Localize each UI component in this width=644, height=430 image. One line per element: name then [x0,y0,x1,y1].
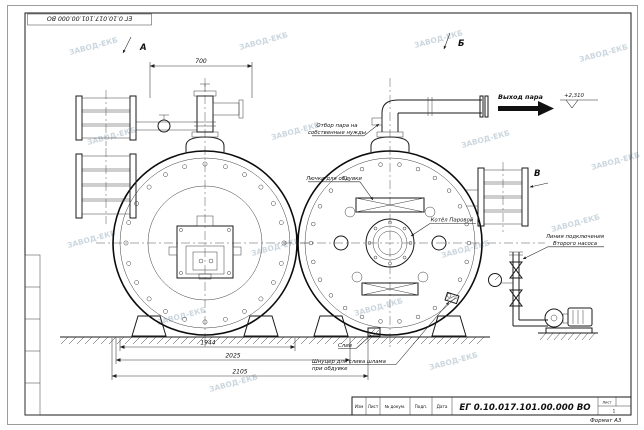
bolt-ring-right [308,162,472,324]
valve-icon [509,289,523,299]
support-saddle [313,315,349,337]
central-flange [365,218,415,268]
valve-icon [509,297,523,307]
left-connecting-pipe [136,114,197,133]
economizer-left-upper [75,90,137,146]
watermark-text: ЗАВОД-ЕКБ [238,30,289,52]
ground-line [60,332,598,345]
valve-icon [509,261,523,271]
watermark-text: ЗАВОД-ЕКБ [460,128,511,150]
watermark-text: ЗАВОД-ЕКБ [440,238,491,260]
blow-hatch-lower [361,282,419,296]
dim-1: 1944 [200,340,215,347]
dim-top: 700 [195,58,207,65]
bottom-drain [367,327,381,337]
dimensions: 700 1944 2025 2105 [111,58,369,380]
watermark-text: ЗАВОД-ЕКБ [68,35,119,57]
watermark-text: ЗАВОД-ЕКБ [413,28,464,50]
watermark-text: ЗАВОД-ЕКБ [428,350,479,372]
right-boiler-view [297,78,545,348]
handholes [333,206,447,283]
valve-icon [509,269,523,279]
dim-3: 2105 [232,369,247,376]
economizer-right [466,162,529,232]
label-pump-line-2: Второго насоса [553,241,597,247]
left-steam-dome [185,83,244,152]
sludge-fitting [444,291,460,305]
watermark-text: ЗАВОД-ЕКБ [590,150,641,172]
watermark-text: ЗАВОД-ЕКБ [250,236,301,258]
titleblock-sheet-number: 1 [613,409,616,414]
watermark-text: ЗАВОД-ЕКБ [156,305,207,327]
watermark-text: ЗАВОД-ЕКБ [86,125,137,147]
support-saddle [131,315,167,337]
label-steam-outlet: Выход пара [498,93,543,101]
titleblock-col-izm: Изм [355,404,364,409]
pressure-gauge-icon [488,273,502,287]
pump-icon [544,307,593,334]
bolt-ring-left [123,161,287,325]
title-block: Изм Лист № докум. Подп. Дата ЕГ 0.10.017… [351,396,632,416]
titleblock-doc-number: ЕГ 0.10.017.101.00.000 ВО [459,403,590,413]
steam-direction-arrow-icon [498,101,554,116]
label-blow-hatches: Лючки для обдувки [305,176,362,182]
annotations: Выход пара +2,310 Отбор пара на собствен… [305,93,605,372]
label-boiler: Котёл Паровой [431,218,474,224]
label-pump-line-1: Линия подключения [545,234,605,240]
titleblock-col-list: Лист [368,404,379,409]
view-label-a: А [139,43,147,53]
left-boiler-view [75,78,314,348]
titleblock-col-doc: № докум. [385,404,406,409]
support-saddle [431,315,467,337]
titleblock-col-date: Дата [437,404,448,409]
dim-2: 2025 [225,353,240,360]
elevation-mark: +2,310 [560,93,598,109]
furnace-door-assembly [168,215,242,280]
view-label-v: В [534,169,540,179]
view-labels: А Б В [122,32,549,188]
watermark-text: ЗАВОД-ЕКБ [66,228,117,250]
format-label: Формат А3 [590,418,622,424]
titleblock-col-sign: Подп. [415,404,428,409]
titleblock-sheet-label: Лист [602,400,612,405]
watermark-text: ЗАВОД-ЕКБ [550,212,601,234]
view-label-b: Б [458,39,465,49]
sheet-frame [7,5,638,425]
watermark-text: ЗАВОД-ЕКБ [578,42,629,64]
economizer-left-lower [75,148,137,224]
feed-pump-assembly [488,251,593,334]
label-sludge-2: при обдувке [312,366,348,372]
blow-hatch-upper [355,197,425,213]
label-elevation: +2,310 [564,93,585,99]
own-needs-branch [371,117,383,126]
label-own-needs-2: собственные нужды [308,130,367,136]
label-drain: Слив [338,343,352,349]
doc-number-stamp: ЕГ 0.10.017.101.00.000 ВО [47,15,132,22]
watermark-text: ЗАВОД-ЕКБ [353,296,404,318]
label-sludge-1: Шнуцер для слива шлама [312,359,386,365]
right-steam-dome [370,95,489,152]
support-saddle [243,315,279,337]
label-own-needs-1: Отбор пара на [316,123,357,129]
